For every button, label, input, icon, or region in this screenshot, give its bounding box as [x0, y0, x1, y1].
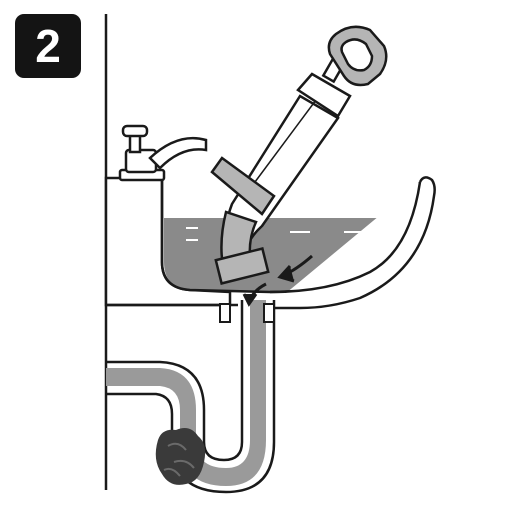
step-number-badge: 2	[15, 14, 81, 78]
drain-pipe	[106, 300, 276, 494]
plunger-pump-tool	[210, 25, 388, 285]
step-number: 2	[35, 20, 61, 72]
sink-basin	[160, 176, 436, 310]
faucet-icon	[118, 124, 208, 182]
clog-debris	[155, 428, 206, 485]
plunger-collar	[210, 156, 276, 216]
plunger-nozzle	[214, 247, 270, 285]
flow-arrow-icon	[242, 254, 313, 307]
